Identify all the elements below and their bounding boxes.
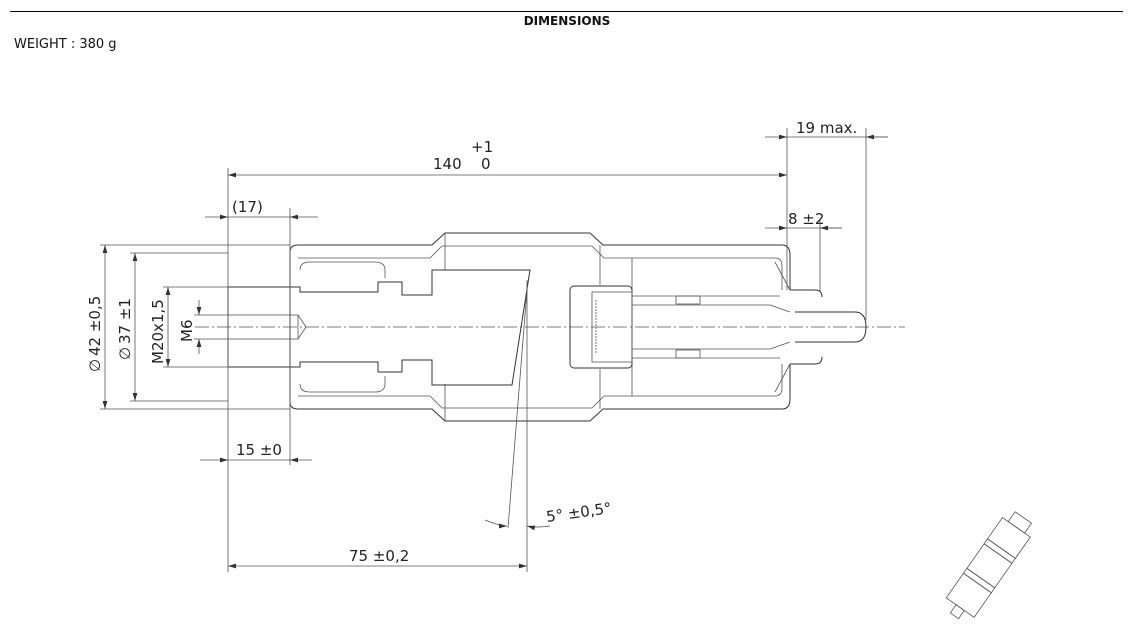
top-rule [10,11,1123,12]
dim-thread-minor: M6 [178,320,196,343]
cylinder-body [289,232,791,422]
valve-mechanism [569,285,867,369]
dim-rod-step: 15 ±0 [236,441,282,459]
dim-length-main: 140 [433,155,462,173]
diameter-symbol: ∅ [86,359,104,372]
isometric-thumbnail [945,511,1033,620]
dim-tip-max: 19 max. [796,119,857,137]
inner-diameter-value: 37 ±1 [116,298,134,344]
piston-rod [227,269,531,386]
dim-piston-length: 75 ±0,2 [349,547,409,565]
dim-tip-offset: 8 ±2 [788,210,824,228]
dim-angle: 5° ±0,5° [545,499,613,526]
dim-length-tol-upper: +1 [471,138,493,156]
outer-diameter-value: 42 ±0,5 [86,296,104,356]
dim-thread-length: (17) [232,198,263,216]
dim-outer-diameter: ∅ 42 ±0,5 [86,296,104,372]
weight-label: WEIGHT : 380 g [14,37,117,52]
extension-lines [100,128,867,572]
diameter-symbol: ∅ [116,347,134,360]
dim-length-tol-lower: 0 [481,155,491,173]
dim-inner-diameter: ∅ 37 ±1 [116,298,134,360]
dim-thread-major: M20x1,5 [149,299,167,364]
dimension-lines [102,134,888,569]
section-title: DIMENSIONS [523,14,611,28]
